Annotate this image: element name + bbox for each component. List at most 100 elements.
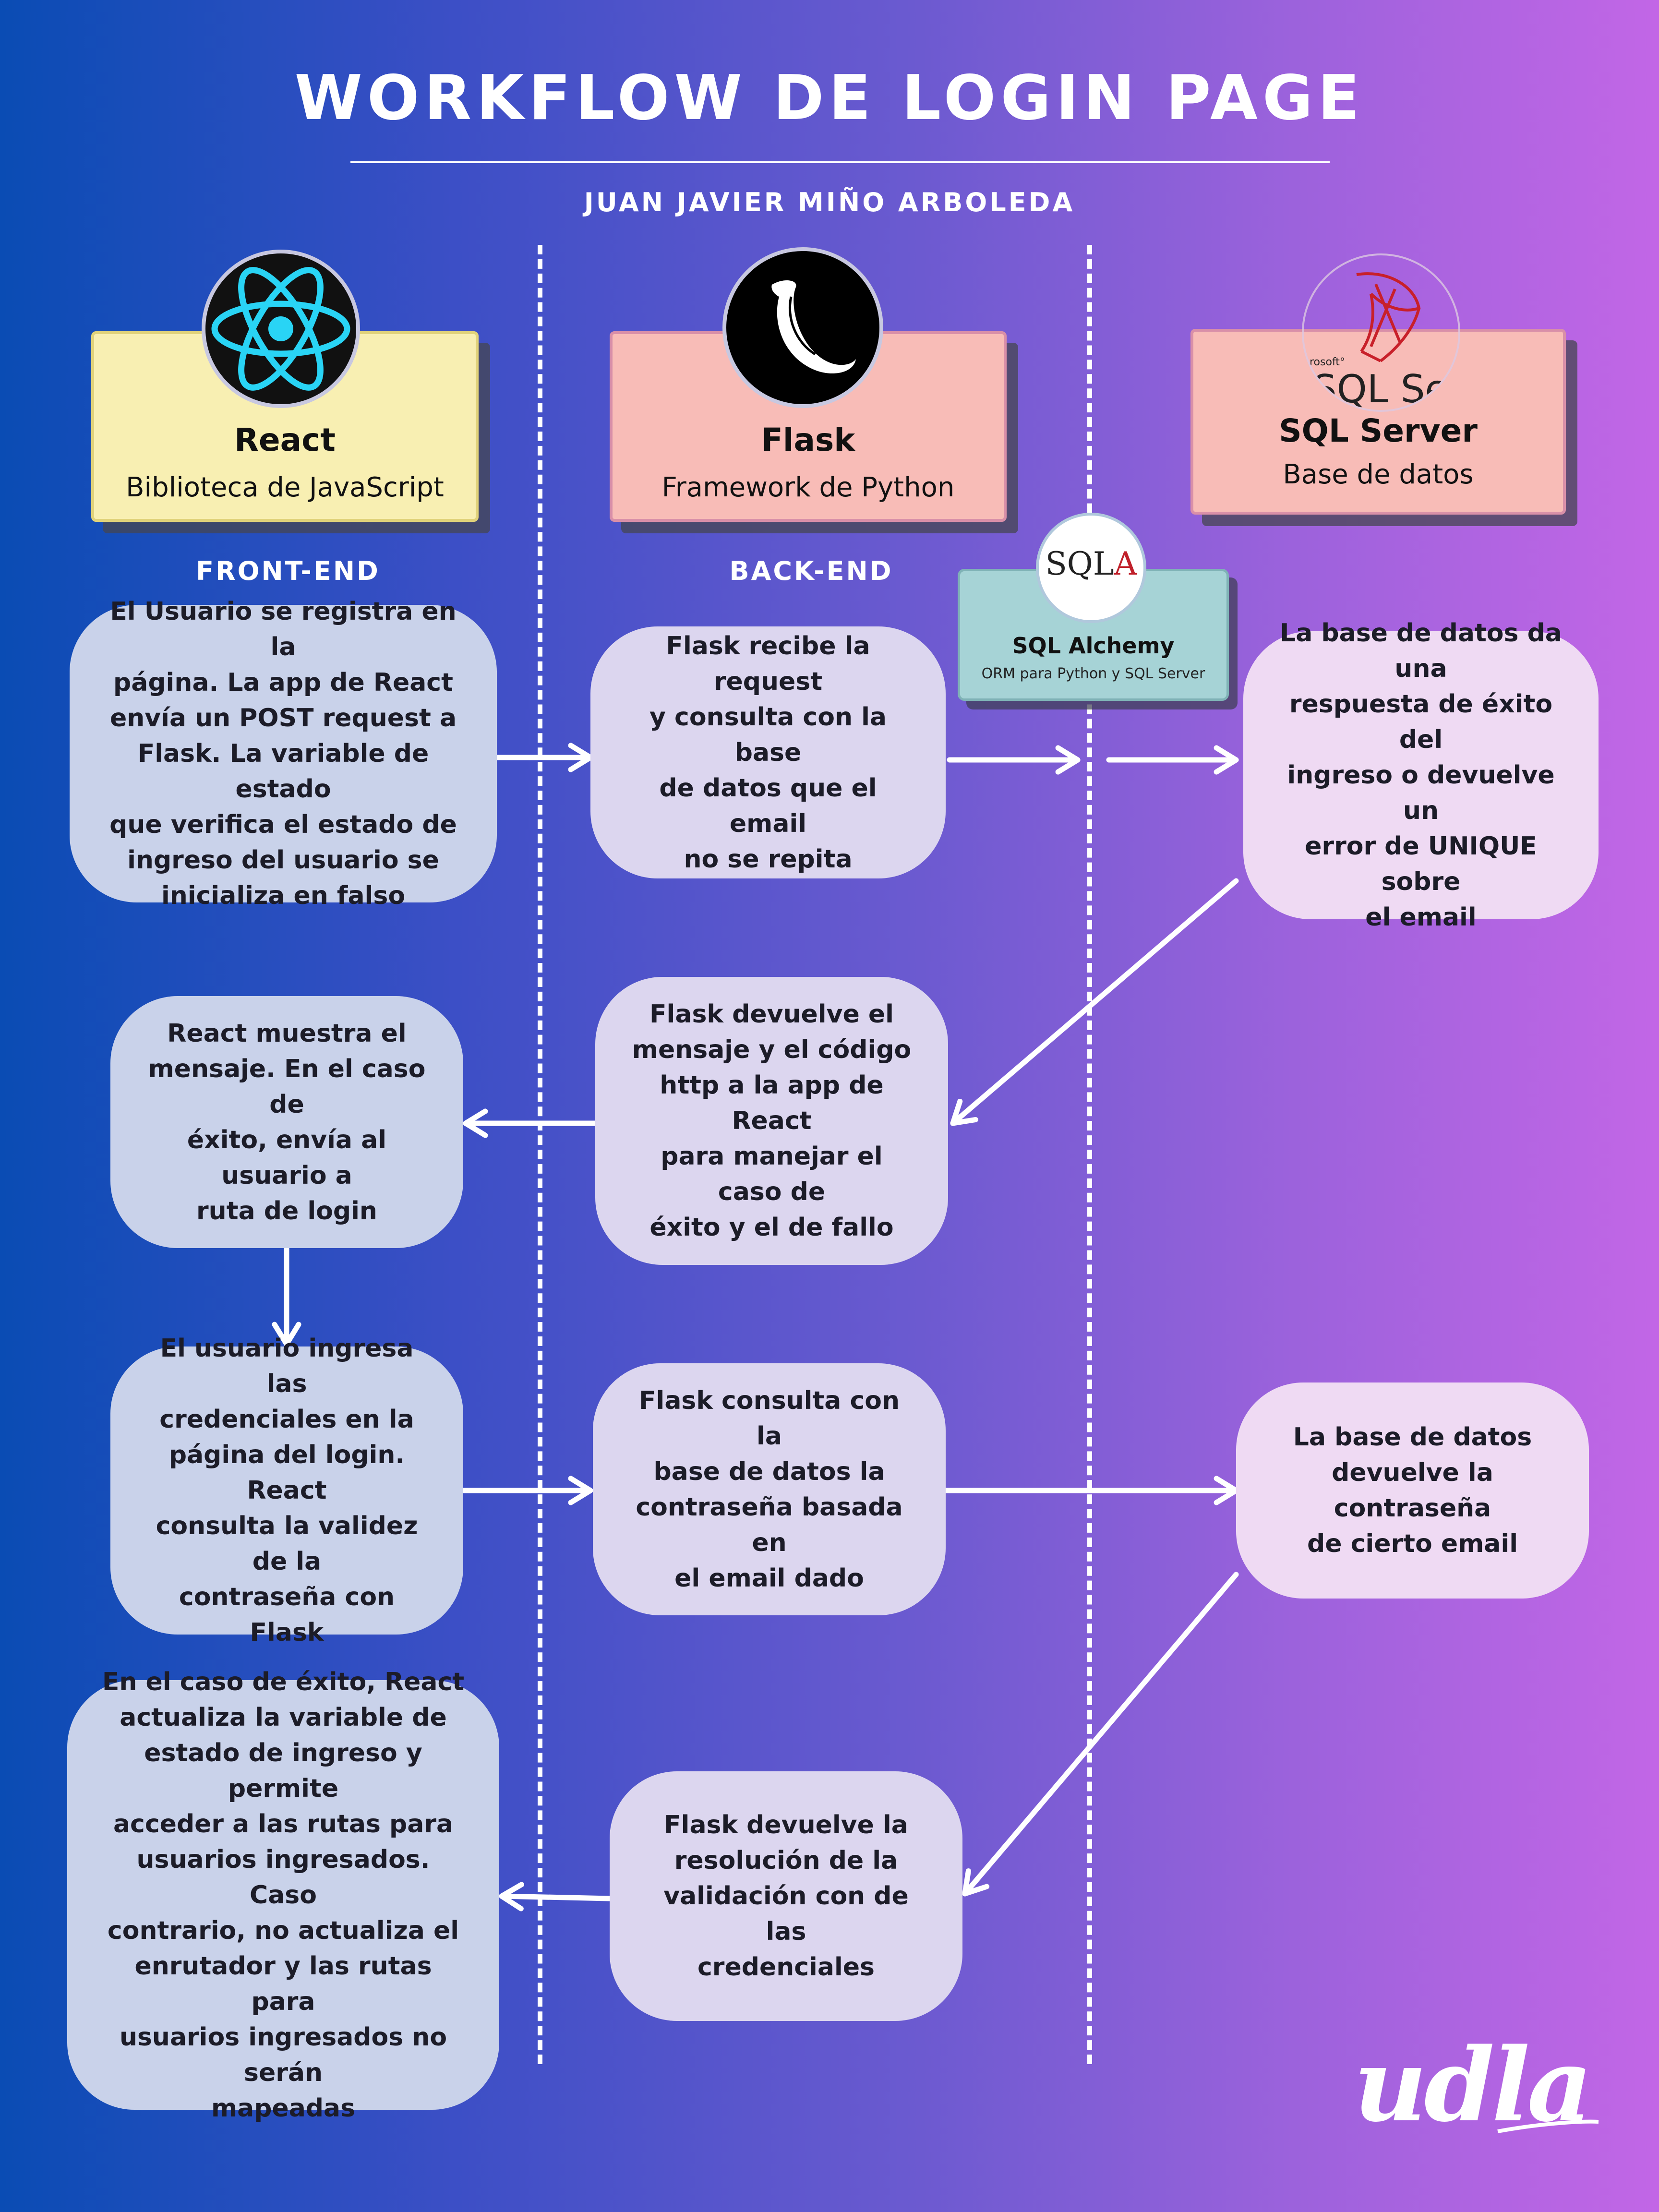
step-line: contraseña basada en (636, 1492, 903, 1557)
step-line: y consulta con la base (649, 702, 887, 767)
sqlalchemy-card-subtitle: ORM para Python y SQL Server (981, 665, 1205, 682)
step-box: La base de datos devuelve la contraseña de… (1236, 1382, 1589, 1599)
step-line: consulta la validez de la (156, 1512, 418, 1576)
step-line: Flask devuelve la (664, 1811, 908, 1839)
sqlalchemy-logo-accent: A (1114, 545, 1137, 582)
step-line: envía un POST request a (109, 704, 457, 733)
divider-left (538, 245, 542, 2064)
step-line: Flask. La variable de estado (137, 739, 429, 804)
udla-logo-swoosh (1497, 2119, 1599, 2133)
flow-arrow-line (499, 1893, 613, 1901)
flow-arrow-head (962, 1868, 990, 1897)
step-text: En el caso de éxito, React actualiza la v… (101, 1664, 466, 2126)
step-text: El Usuario se registra en la página. La a… (103, 594, 463, 914)
step-box: Flask consulta con la base de datos la con… (593, 1363, 946, 1615)
step-line: error de UNIQUE sobre (1305, 832, 1537, 896)
step-line: éxito, envía al usuario a (187, 1125, 387, 1190)
step-line: usuarios ingresados. Caso (136, 1845, 430, 1910)
step-line: éxito y el de fallo (649, 1213, 894, 1242)
react-card-title: React (234, 421, 336, 458)
sqlserver-logo-small-text: rosoft° (1310, 356, 1345, 368)
step-line: página. La app de React (113, 668, 453, 697)
step-line: La base de datos (1293, 1423, 1532, 1452)
step-line: Flask devuelve el (649, 1000, 894, 1029)
step-line: el email dado (674, 1563, 864, 1593)
step-line: página del login. React (168, 1441, 405, 1505)
step-line: El Usuario se registra en la (110, 597, 457, 661)
step-text: Flask consulta con la base de datos la con… (626, 1383, 912, 1596)
flow-arrow-head (272, 1322, 301, 1347)
step-box: Flask devuelve la resolución de la validac… (610, 1771, 962, 2021)
flow-arrow-head (463, 1108, 488, 1138)
step-line: credenciales (697, 1953, 875, 1982)
step-line: estado de ingreso y permite (144, 1738, 422, 1803)
flask-card-title: Flask (761, 421, 855, 458)
step-box: Flask devuelve el mensaje y el código http… (595, 977, 948, 1265)
frontend-label: FRONT-END (196, 556, 380, 586)
step-line: React muestra el (167, 1019, 407, 1048)
step-line: ingreso del usuario se (127, 846, 439, 875)
title-underline (350, 161, 1330, 163)
author-name: JUAN JAVIER MIÑO ARBOLEDA (584, 187, 1075, 217)
flow-arrow-line (950, 878, 1239, 1126)
step-line: base de datos la (653, 1457, 885, 1486)
step-line: El usuario ingresa las (160, 1334, 414, 1398)
step-line: http a la app de React (660, 1071, 884, 1135)
step-line: usuarios ingresados no serán (119, 2022, 447, 2087)
step-text: La base de datos devuelve la contraseña de… (1270, 1419, 1555, 1562)
step-text: La base de datos da una respuesta de éxit… (1277, 615, 1565, 935)
step-line: resolución de la (674, 1846, 898, 1875)
react-logo-icon (202, 250, 360, 408)
flask-logo-icon (722, 247, 883, 408)
sqlalchemy-logo-text: SQL (1045, 545, 1114, 582)
step-line: contraseña con Flask (179, 1583, 395, 1647)
step-text: Flask devuelve la resolución de la validac… (643, 1807, 929, 1985)
step-line: validación con de las (663, 1882, 909, 1946)
step-line: el email (1365, 903, 1477, 932)
step-line: no se repita (684, 844, 853, 874)
step-line: ingreso o devuelve un (1287, 761, 1555, 825)
step-line: respuesta de éxito del (1289, 690, 1553, 754)
step-box: El Usuario se registra en la página. La a… (70, 597, 497, 910)
step-line: contrario, no actualiza el (107, 1916, 459, 1945)
step-line: de datos que el email (659, 773, 877, 838)
step-line: que verifica el estado de (109, 810, 457, 839)
page-title: WORKFLOW DE LOGIN PAGE (294, 62, 1365, 134)
sql-server-logo-icon: rosoft° SQL Serv (1302, 253, 1460, 412)
step-line: acceder a las rutas para (113, 1809, 454, 1839)
react-card-subtitle: Biblioteca de JavaScript (126, 472, 444, 503)
udla-logo: udla (1354, 2026, 1592, 2144)
step-line: de cierto email (1307, 1529, 1518, 1558)
step-line: mensaje. En el caso de (148, 1054, 426, 1119)
step-line: enrutador y las rutas para (134, 1951, 432, 2016)
step-text: Flask devuelve el mensaje y el código http… (629, 997, 914, 1245)
step-line: credenciales en la (159, 1405, 414, 1434)
step-text: El usuario ingresa las credenciales en la… (144, 1331, 430, 1650)
step-line: Flask recibe la request (666, 631, 870, 696)
step-line: mapeadas (211, 2093, 356, 2123)
step-line: La base de datos da una (1280, 619, 1562, 683)
divider-right (1087, 245, 1092, 2064)
step-line: En el caso de éxito, React (102, 1667, 465, 1696)
step-line: devuelve la contraseña (1332, 1458, 1493, 1523)
step-line: inicializa en falso (161, 881, 406, 910)
step-line: actualiza la variable de (120, 1703, 447, 1732)
step-box: El usuario ingresa las credenciales en la… (110, 1334, 463, 1647)
sqlserver-card-subtitle: Base de datos (1283, 459, 1474, 490)
step-line: Flask consulta con la (638, 1386, 900, 1451)
sqlalchemy-card-title: SQL Alchemy (1012, 633, 1175, 659)
step-line: mensaje y el código (632, 1035, 912, 1064)
step-box: La base de datos da una respuesta de éxit… (1243, 619, 1599, 932)
flow-arrow-head (499, 1882, 524, 1911)
step-line: para manejar el caso de (661, 1142, 883, 1206)
flow-arrow-head (1214, 745, 1239, 775)
flow-arrow-head (568, 1476, 593, 1505)
flow-arrow-head (1055, 745, 1081, 775)
flask-card-subtitle: Framework de Python (661, 472, 955, 503)
